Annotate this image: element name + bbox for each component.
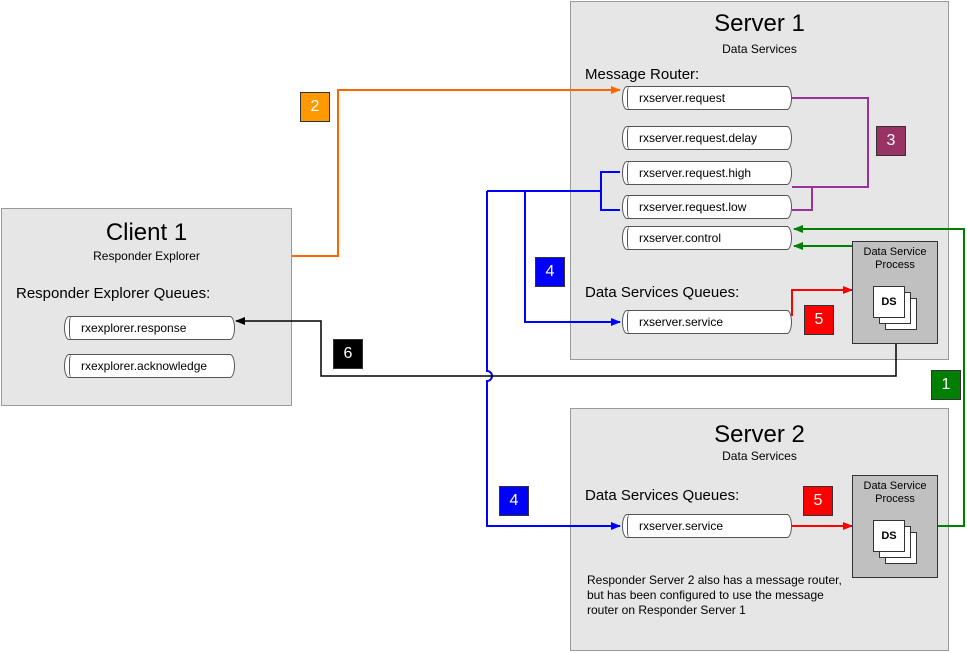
- badge-step-1: 1: [931, 370, 961, 400]
- client1-panel: Client 1 Responder Explorer Responder Ex…: [1, 208, 292, 406]
- queue-server1-service: rxserver.service: [622, 310, 792, 334]
- queue-rxserver-control: rxserver.control: [622, 226, 792, 250]
- client1-subtitle: Responder Explorer: [93, 249, 200, 263]
- server1-title: Server 1: [714, 10, 805, 37]
- badge-step-4-server2: 4: [499, 486, 529, 516]
- queue-rxserver-request: rxserver.request: [622, 86, 792, 110]
- server2-ds-card: DS: [873, 520, 905, 552]
- queue-rxserver-request-low: rxserver.request.low: [622, 195, 792, 219]
- queue-rxserver-request-high: rxserver.request.high: [622, 161, 792, 185]
- server2-ds-queues-label: Data Services Queues:: [585, 487, 740, 504]
- queue-rxexplorer-response: rxexplorer.response: [64, 316, 235, 340]
- badge-step-2: 2: [300, 92, 330, 122]
- message-router-label: Message Router:: [585, 66, 700, 83]
- badge-step-3: 3: [876, 126, 906, 156]
- server1-ds-card: DS: [873, 286, 905, 318]
- badge-step-6: 6: [333, 339, 363, 369]
- server2-note: Responder Server 2 also has a message ro…: [587, 573, 842, 617]
- server2-subtitle: Data Services: [722, 449, 797, 463]
- queue-rxexplorer-acknowledge: rxexplorer.acknowledge: [64, 354, 235, 378]
- client1-title: Client 1: [105, 219, 188, 246]
- badge-step-5-server1: 5: [804, 305, 834, 335]
- server1-ds-process-label: Data Service Process: [863, 246, 927, 271]
- server1-subtitle: Data Services: [722, 42, 797, 56]
- queue-server2-service: rxserver.service: [622, 514, 792, 538]
- queue-rxserver-request-delay: rxserver.request.delay: [622, 126, 792, 150]
- server1-ds-process: Data Service Process DS: [852, 241, 938, 344]
- server1-ds-queues-label: Data Services Queues:: [585, 284, 740, 301]
- badge-step-5-server2: 5: [803, 486, 833, 516]
- client1-queues-label: Responder Explorer Queues:: [16, 285, 211, 302]
- server2-title: Server 2: [714, 421, 805, 448]
- badge-step-4-server1: 4: [535, 257, 565, 287]
- server2-ds-process-label: Data Service Process: [863, 480, 927, 505]
- server2-ds-process: Data Service Process DS: [852, 475, 938, 578]
